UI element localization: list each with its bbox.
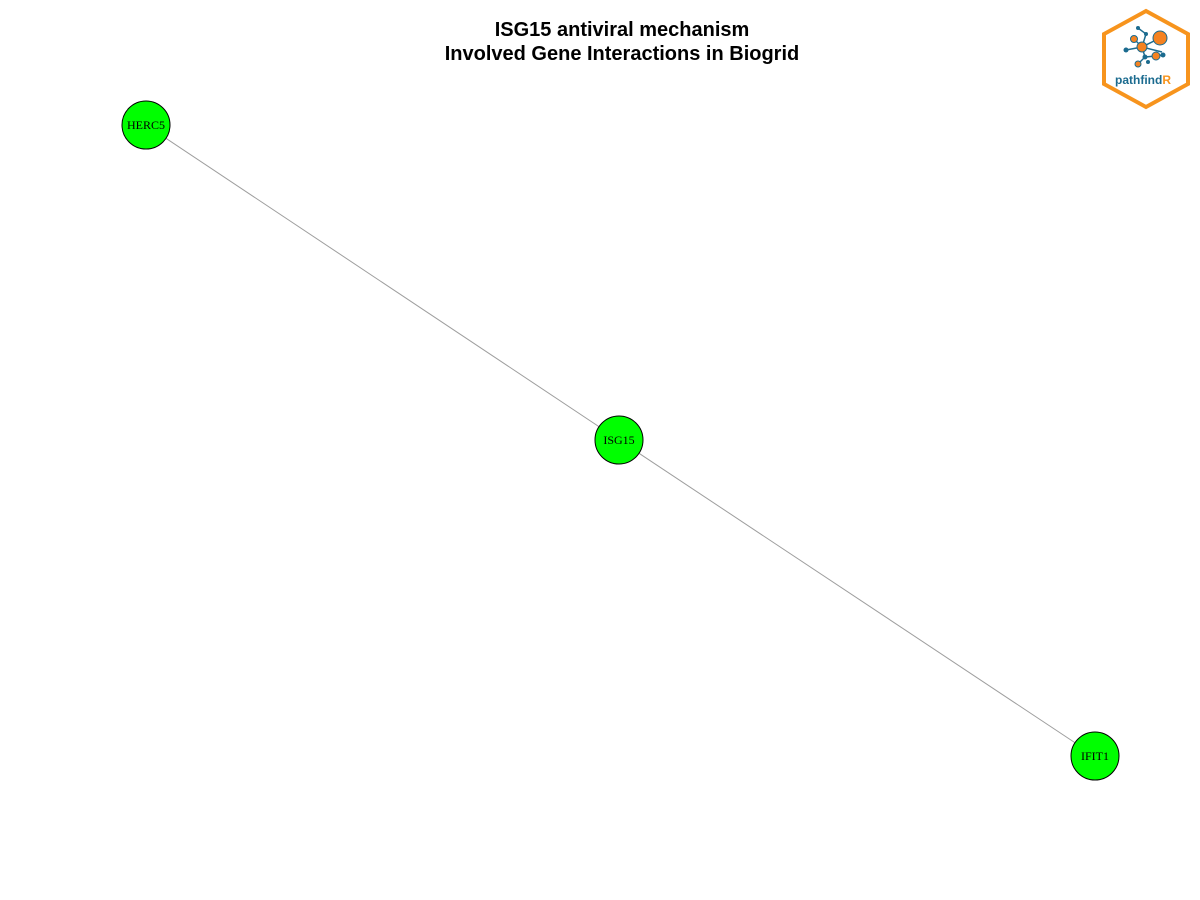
node-label: HERC5 bbox=[127, 118, 165, 132]
logo-text-accent: R bbox=[1162, 73, 1171, 87]
title-line-2: Involved Gene Interactions in Biogrid bbox=[444, 43, 800, 65]
logo-text-main: pathfind bbox=[1115, 73, 1162, 87]
edge-isg15-ifit1 bbox=[618, 439, 1096, 757]
edge-herc5-isg15 bbox=[145, 124, 620, 441]
node-herc5[interactable]: HERC5 bbox=[121, 100, 171, 150]
chart-title: ISG15 antiviral mechanism Involved Gene … bbox=[0, 18, 1200, 66]
svg-text:pathfindR: pathfindR bbox=[1115, 73, 1171, 87]
title-line-1: ISG15 antiviral mechanism bbox=[494, 19, 750, 41]
node-isg15[interactable]: ISG15 bbox=[594, 415, 644, 465]
edges-layer bbox=[145, 124, 1096, 757]
node-label: IFIT1 bbox=[1081, 749, 1109, 763]
node-label: ISG15 bbox=[603, 433, 634, 447]
node-circle bbox=[594, 415, 644, 465]
node-circle bbox=[1070, 731, 1120, 781]
node-ifit1[interactable]: IFIT1 bbox=[1070, 731, 1120, 781]
pathfindr-logo: pathfindR bbox=[1102, 8, 1190, 110]
logo-network-icon bbox=[1123, 26, 1168, 68]
node-circle bbox=[121, 100, 171, 150]
